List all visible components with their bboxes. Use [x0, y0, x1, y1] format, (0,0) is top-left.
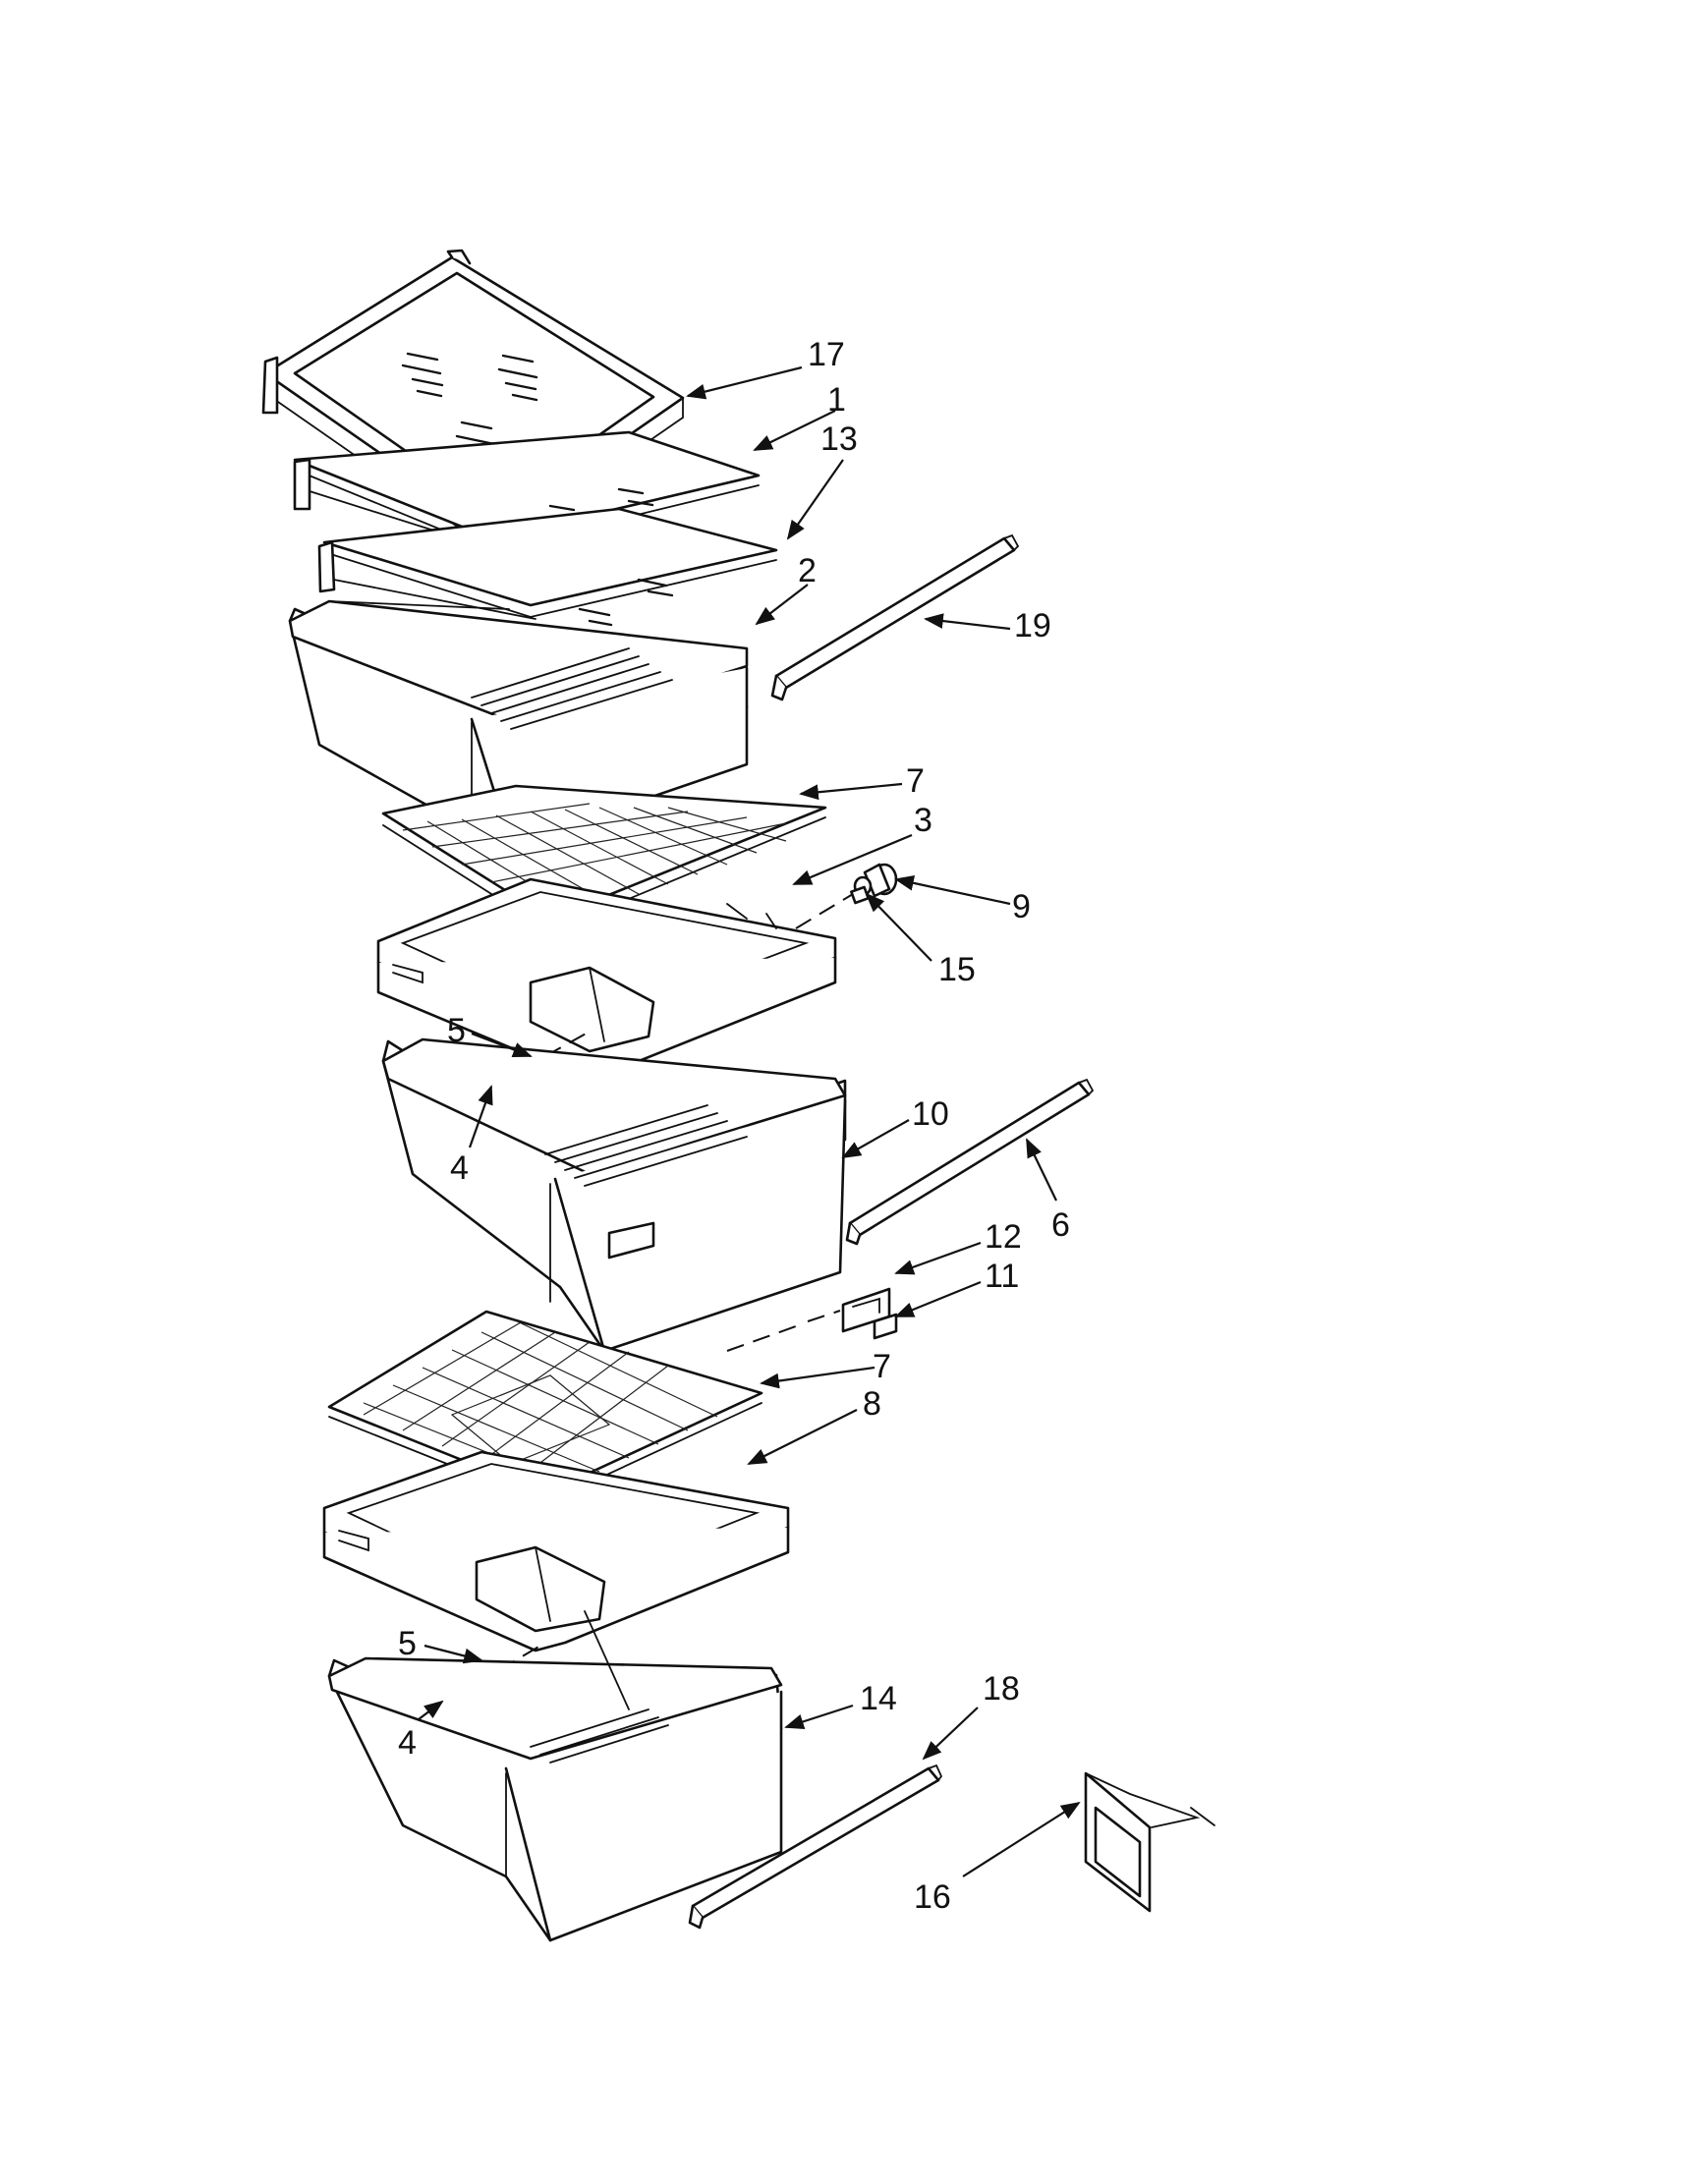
callout-7-upper: 7: [906, 762, 925, 800]
callout-4-upper: 4: [450, 1149, 469, 1187]
callout-10: 10: [912, 1095, 949, 1133]
crisper-vent-slots-14: [530, 1708, 669, 1764]
crisper-pan-part-14: [327, 1610, 783, 1942]
slide-part-15: [850, 885, 870, 905]
clip-part-11: [873, 1313, 898, 1340]
callout-13: 13: [820, 420, 858, 458]
callout-8: 8: [863, 1385, 881, 1423]
callout-18: 18: [983, 1670, 1020, 1708]
crisper-pan-part-2: [288, 599, 749, 847]
glass-reflection-marks: [401, 352, 538, 468]
callout-12: 12: [985, 1218, 1022, 1256]
crisper-cover-frame-part-8: [322, 1450, 790, 1652]
dash-line-lower: [726, 1310, 841, 1352]
callout-1: 1: [827, 381, 846, 419]
leader-arrows: [418, 365, 1081, 1877]
dash-line-upper: [795, 893, 854, 929]
callout-7-lower: 7: [873, 1348, 891, 1385]
trim-strip-part-6: [845, 1078, 1095, 1246]
glass-shelf-part-13: [317, 507, 778, 627]
callout-6: 6: [1051, 1206, 1070, 1244]
callout-14: 14: [860, 1680, 897, 1717]
callout-2: 2: [798, 552, 817, 589]
callout-17: 17: [808, 336, 845, 373]
crisper-vent-slots: [471, 647, 673, 730]
trim-strip-part-18: [688, 1764, 943, 1930]
callout-19: 19: [1014, 607, 1051, 644]
callout-16: 16: [914, 1878, 951, 1916]
crisper-vent-slots-10: [544, 1104, 748, 1187]
crisper-pan-part-10: [381, 1037, 847, 1353]
callout-labels: 17 1 13 2 19 7 3 9 15 5 4 10 6 12 11 7 8…: [398, 336, 1070, 1916]
label-frame-part-16: [1084, 1771, 1215, 1913]
callout-9: 9: [1012, 888, 1031, 925]
callout-5-lower: 5: [398, 1625, 417, 1662]
trim-strip-part-19: [770, 533, 1020, 701]
callout-4-lower: 4: [398, 1724, 417, 1762]
callout-15: 15: [938, 951, 976, 988]
callout-11: 11: [985, 1258, 1019, 1295]
callout-3: 3: [914, 802, 932, 839]
callout-5-upper: 5: [447, 1012, 466, 1049]
crisper-cover-frame-part-3: [376, 877, 837, 1081]
